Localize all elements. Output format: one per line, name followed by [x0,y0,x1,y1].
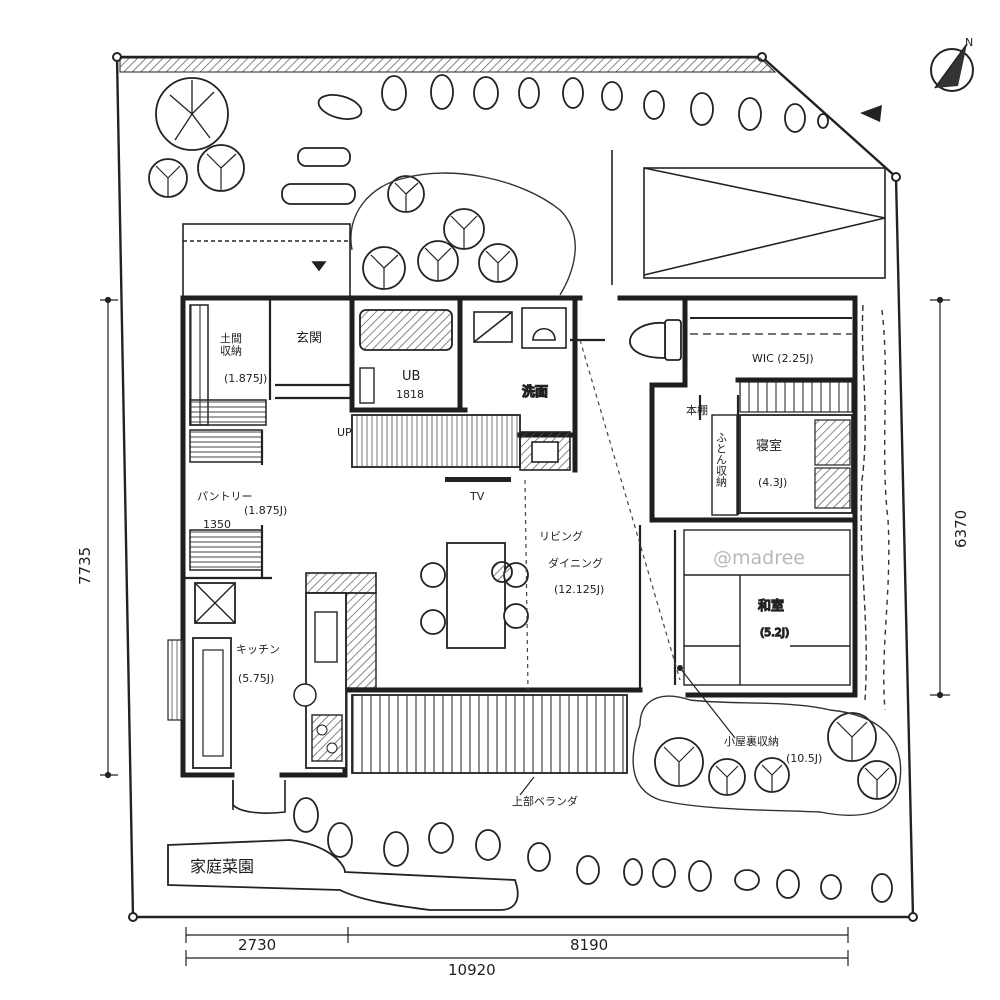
shoe-storage-label: 土間収納 [220,332,242,358]
walk-in-closet: WIC (2.25J) [690,317,852,365]
veranda-label: 上部ベランダ [512,794,578,808]
north-label: N [965,36,973,49]
bedroom: 寝室 (4.3J) 本棚 ふとん収納 [686,381,853,516]
bedroom-label: 寝室 [756,438,782,454]
living-dining: リビング ダイニング (12.125J) [524,339,681,691]
kitchen-area: (5.75J) [238,672,274,685]
futon-storage-label: ふとん収納 [715,432,728,488]
washroom-label: 洗面 [522,385,548,400]
attic-storage-area: (10.5J) [786,752,822,765]
living-area: (12.125J) [554,583,604,596]
garden-trees [148,77,897,800]
kitchen-garden: 家庭菜園 [167,839,519,911]
pantry-label: パントリー [197,490,253,503]
garden-label: 家庭菜園 [190,857,254,876]
shoe-storage: 土間収納 (1.875J) [189,304,267,426]
entrance-label: 玄関 [296,331,322,346]
toilet-icon [629,319,682,361]
japanese-room-area: (5.2J) [760,626,789,639]
dim-left-height: 7735 [76,547,94,585]
watermark: @madree [713,547,805,569]
shrub-outlines [350,172,902,816]
stair-up-label: UP [337,426,352,439]
dim-right-height: 6370 [952,510,970,548]
dim-bottom-right: 8190 [570,936,608,954]
unit-bath: UB 1818 [359,309,453,404]
wic-label: WIC (2.25J) [752,352,814,365]
pantry-area: (1.875J) [244,504,287,517]
upper-veranda: 上部ベランダ [351,694,628,808]
stepping-stones [281,74,893,903]
unit-bath-label: UB [402,369,420,384]
entrance-porch [182,223,351,814]
living-label: リビング [539,529,583,543]
tv-unit: TV [445,477,511,503]
dining-set [420,542,529,649]
dining-label: ダイニング [548,556,603,570]
dimension-lines [100,296,950,966]
dim-bottom-left: 2730 [238,936,276,954]
shoe-storage-area: (1.875J) [224,372,267,385]
parking-space [611,150,886,285]
bookshelf-label: 本棚 [686,403,708,417]
attic-storage: 小屋裏収納 (10.5J) [677,665,822,765]
attic-storage-label: 小屋裏収納 [724,734,779,748]
kitchen-label: キッチン [236,643,280,656]
japanese-room: 和室 (5.2J) [683,529,851,686]
dim-bottom-total: 10920 [448,961,496,979]
kitchen: キッチン (5.75J) [167,572,377,769]
staircase: UP [337,414,521,468]
unit-bath-size: 1818 [396,388,424,401]
north-boundary-hatch [119,57,777,73]
washroom-fixtures: 洗面 [473,307,571,471]
compass-icon: N [930,36,974,92]
site-boundary [115,55,915,919]
bedroom-area: (4.3J) [758,476,787,489]
entry-arrow-icon [860,105,882,122]
tv-label: TV [469,490,485,503]
pantry-width: 1350 [203,518,231,531]
japanese-room-label: 和室 [758,598,784,614]
pantry: パントリー (1.875J) 1350 [189,429,287,571]
building-walls [180,295,858,778]
